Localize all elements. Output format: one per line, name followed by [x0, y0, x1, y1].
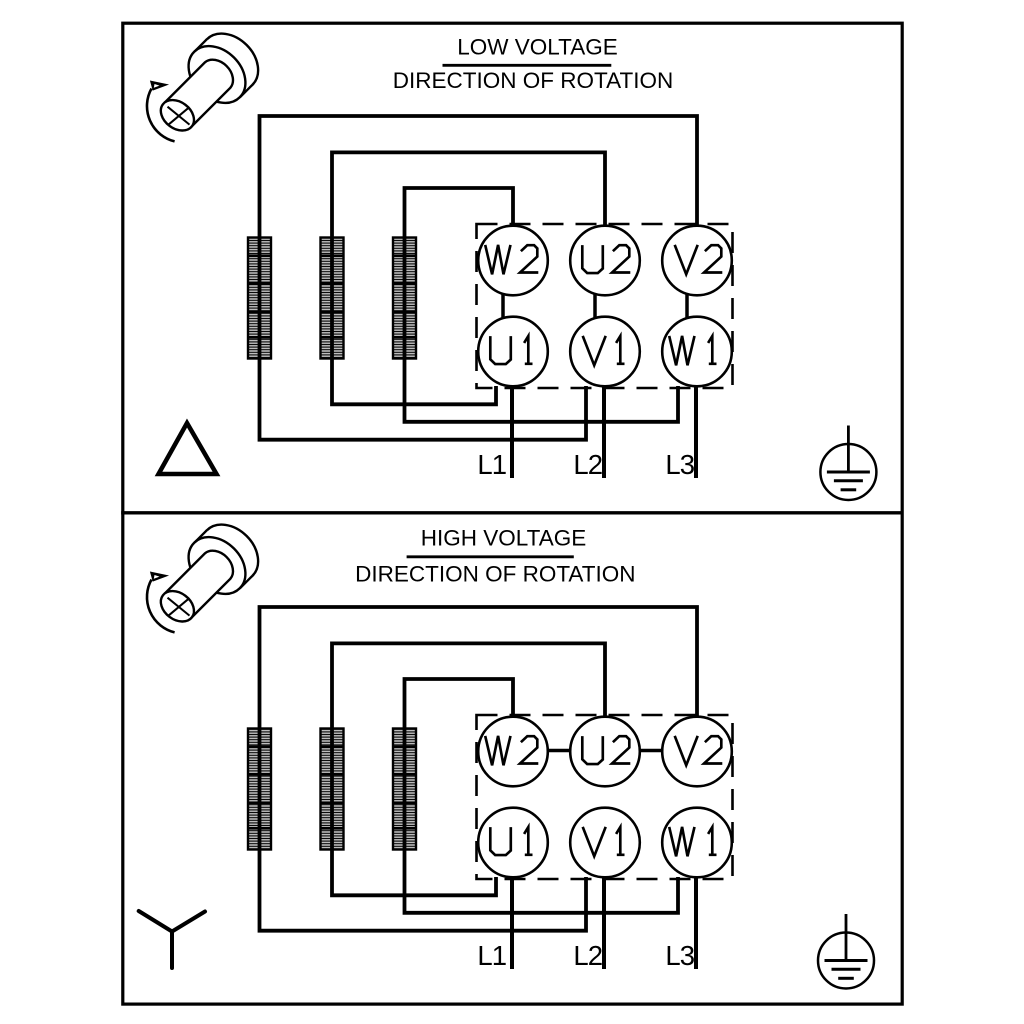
svg-text:L1: L1 — [477, 449, 506, 480]
svg-text:L2: L2 — [573, 449, 602, 480]
svg-text:L3: L3 — [665, 449, 694, 480]
svg-text:L2: L2 — [573, 940, 602, 971]
svg-text:L1: L1 — [477, 940, 506, 971]
svg-text:DIRECTION OF ROTATION: DIRECTION OF ROTATION — [393, 68, 673, 93]
svg-text:L3: L3 — [665, 940, 694, 971]
svg-text:LOW VOLTAGE: LOW VOLTAGE — [457, 35, 617, 60]
svg-text:DIRECTION OF ROTATION: DIRECTION OF ROTATION — [355, 561, 635, 586]
svg-text:HIGH VOLTAGE: HIGH VOLTAGE — [421, 525, 586, 550]
